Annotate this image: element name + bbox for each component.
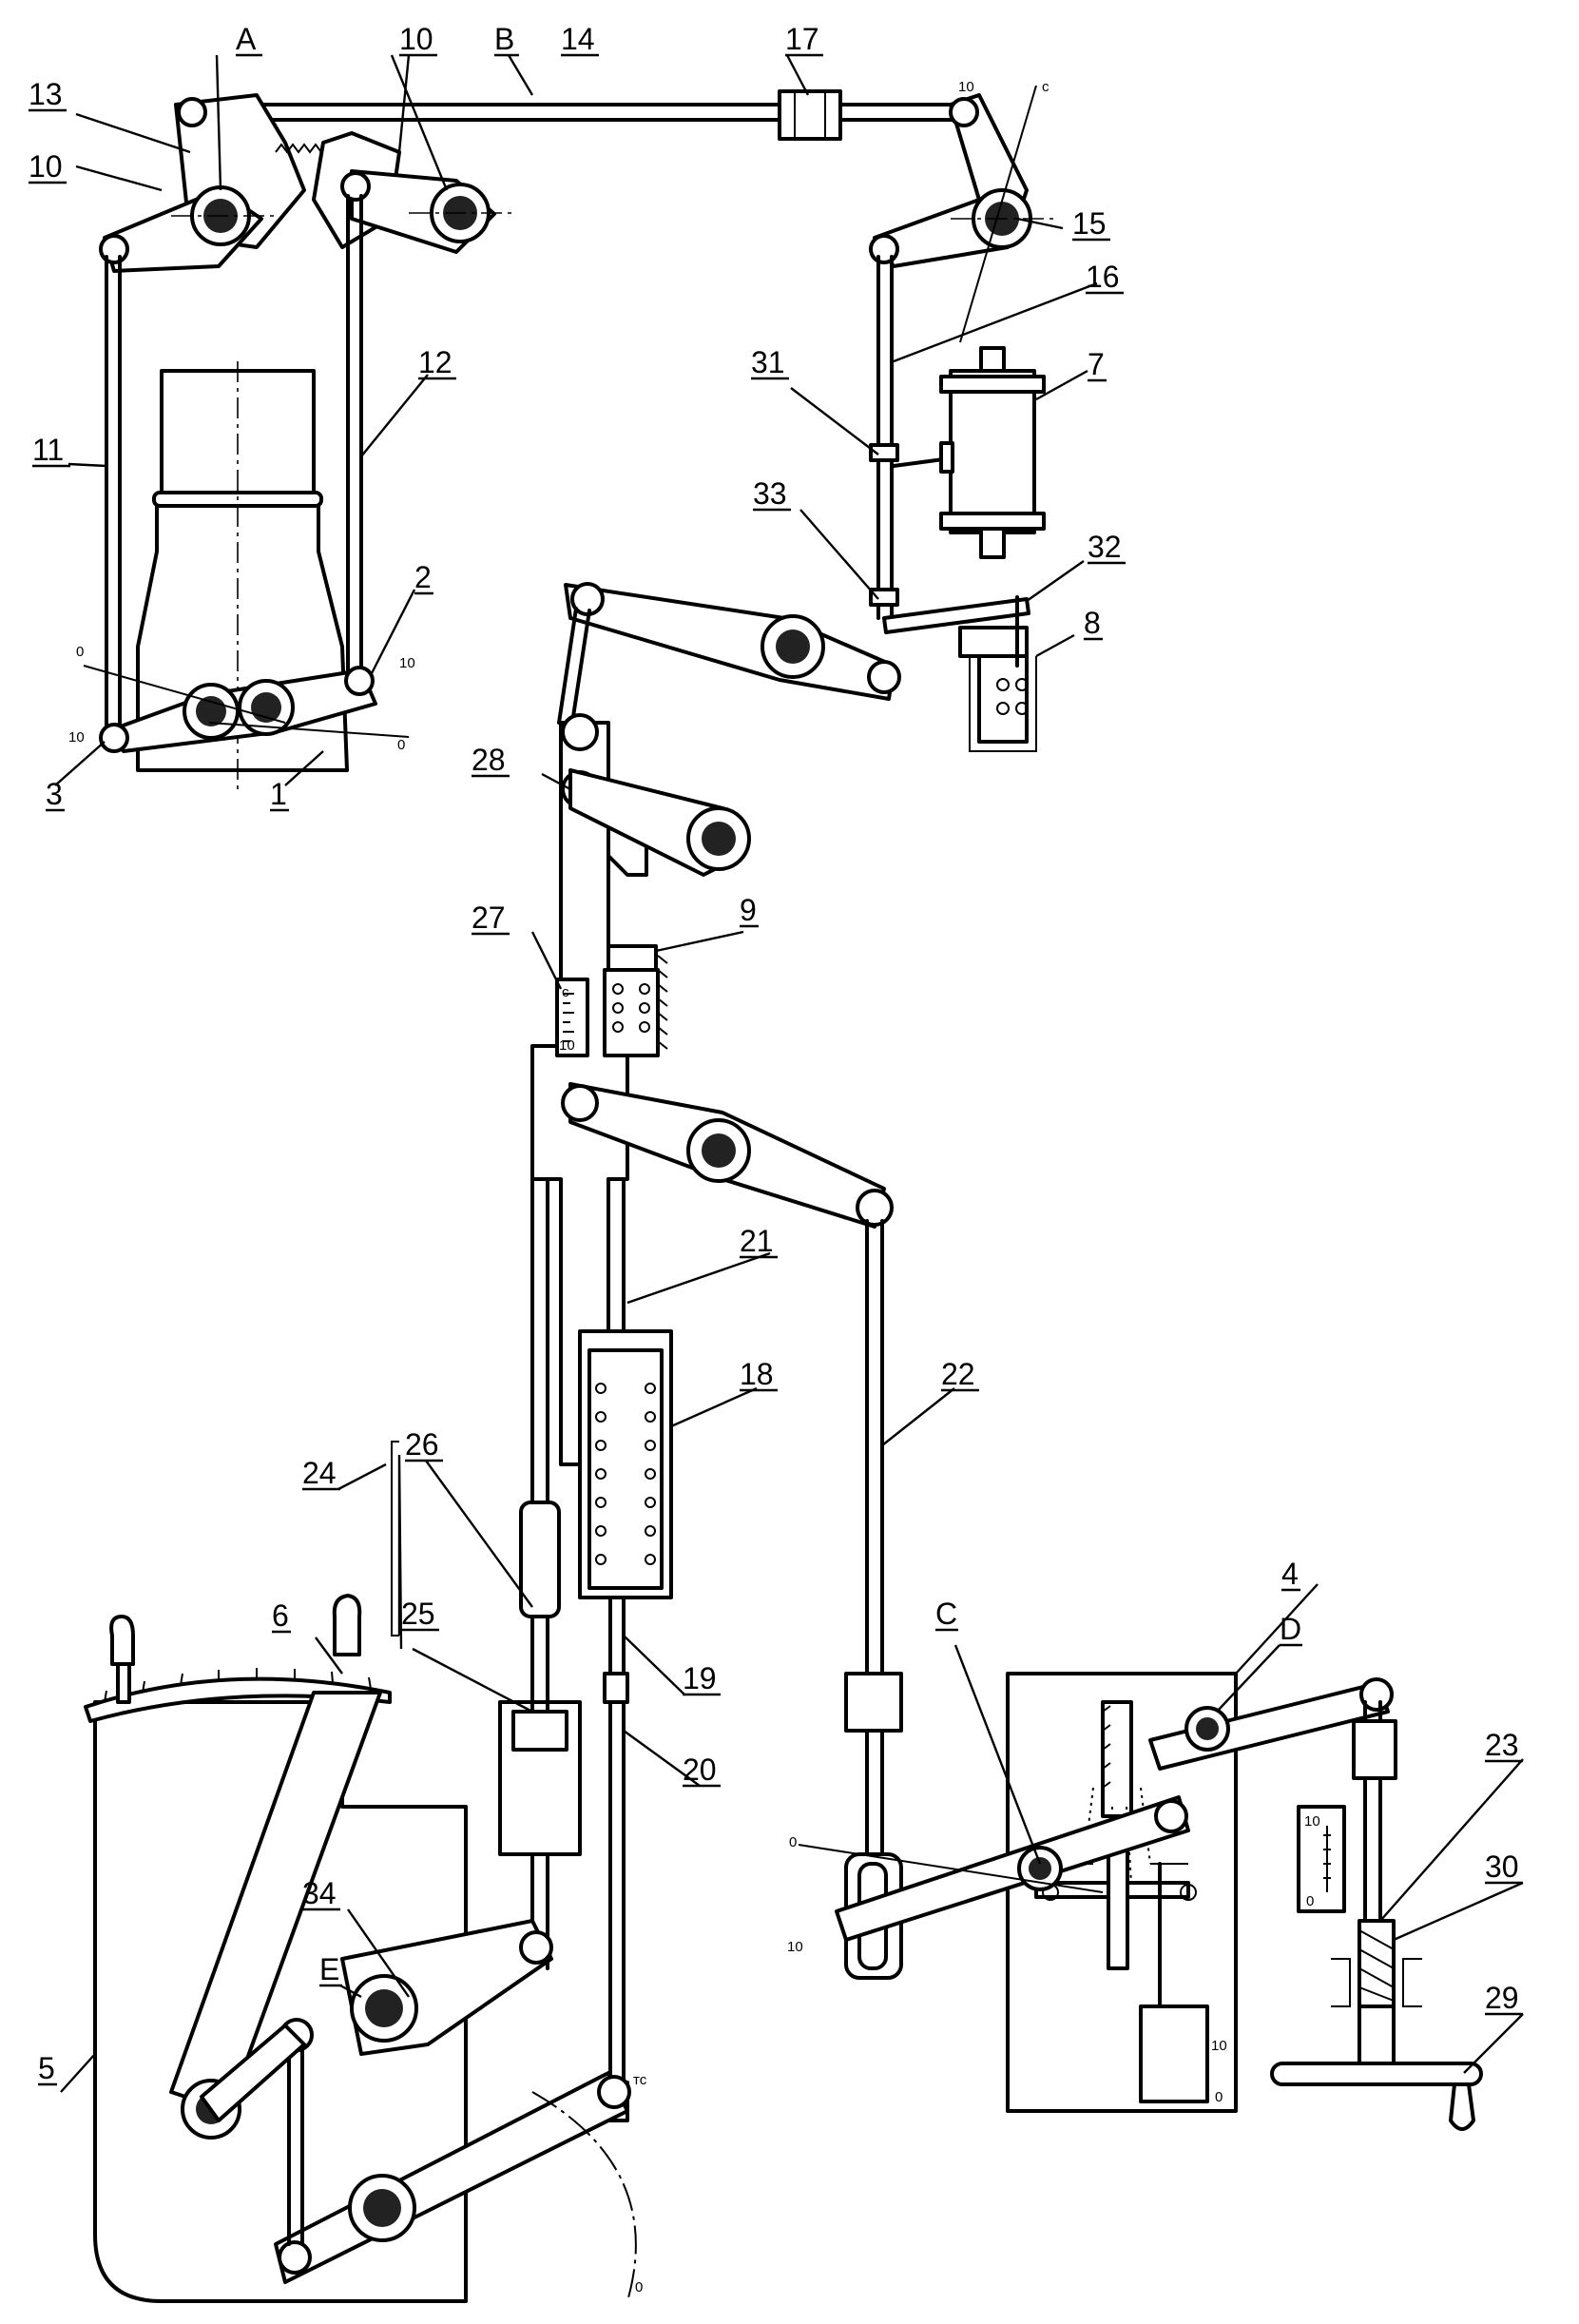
label-34: 34 bbox=[302, 1876, 337, 1910]
levers-2-3 bbox=[83, 665, 410, 753]
rod-14 bbox=[186, 103, 962, 122]
rod-16 bbox=[876, 255, 894, 620]
svg-text:0: 0 bbox=[397, 737, 405, 753]
label-28: 28 bbox=[472, 743, 506, 777]
lever-lower bbox=[200, 2018, 631, 2284]
damper-8 bbox=[882, 595, 1037, 752]
svg-text:c: c bbox=[562, 984, 569, 1000]
label-22: 22 bbox=[941, 1357, 975, 1391]
mid-lever-upper bbox=[564, 582, 901, 701]
handle-left bbox=[109, 1615, 135, 1704]
svg-text:0: 0 bbox=[789, 1834, 797, 1850]
svg-text:10: 10 bbox=[1211, 2038, 1227, 2054]
label-7: 7 bbox=[1088, 347, 1105, 381]
cylinder-7 bbox=[892, 346, 1046, 559]
label-19: 19 bbox=[683, 1661, 717, 1695]
labels: A 10 B 14 17 13 10 15 16 7 31 33 32 8 12… bbox=[29, 22, 1523, 2086]
label-11: 11 bbox=[32, 433, 64, 467]
arc-scale bbox=[531, 2091, 637, 2302]
label-25: 25 bbox=[401, 1597, 435, 1631]
pin-13 bbox=[177, 97, 207, 127]
svg-text:0: 0 bbox=[1215, 2089, 1223, 2105]
label-3: 3 bbox=[46, 777, 63, 811]
lever-34 bbox=[340, 1919, 553, 2056]
label-16: 16 bbox=[1086, 260, 1120, 294]
label-17: 17 bbox=[785, 22, 819, 56]
label-A: A bbox=[236, 22, 257, 56]
housing-1 bbox=[136, 361, 349, 789]
mid-lever-lower bbox=[561, 1082, 894, 1229]
rod-12 bbox=[346, 194, 363, 677]
label-21: 21 bbox=[740, 1224, 774, 1258]
label-18: 18 bbox=[740, 1357, 774, 1391]
dial-scale bbox=[84, 1668, 392, 1723]
svg-text:0: 0 bbox=[76, 644, 84, 660]
svg-text:c: c bbox=[1042, 79, 1049, 95]
leader-lines bbox=[54, 54, 1524, 2093]
pin-12-top bbox=[340, 171, 371, 202]
svg-text:10: 10 bbox=[787, 1939, 803, 1955]
spring-block-9 bbox=[603, 944, 668, 1057]
label-C: C bbox=[935, 1597, 957, 1631]
svg-text:0: 0 bbox=[635, 2279, 643, 2295]
label-6: 6 bbox=[272, 1598, 289, 1633]
lever-15 bbox=[869, 85, 1055, 343]
collar-33 bbox=[869, 588, 899, 607]
label-1: 1 bbox=[270, 777, 287, 811]
label-29: 29 bbox=[1485, 1981, 1519, 2015]
lever-C bbox=[798, 1795, 1190, 1942]
label-30: 30 bbox=[1485, 1850, 1519, 1884]
label-15: 15 bbox=[1072, 206, 1107, 241]
label-32: 32 bbox=[1088, 530, 1122, 564]
svg-text:10: 10 bbox=[1304, 1813, 1320, 1830]
label-23: 23 bbox=[1485, 1728, 1519, 1762]
cylinder-25 bbox=[498, 1615, 582, 1970]
rod-22 bbox=[844, 1219, 903, 1980]
handwheel-29 bbox=[1270, 2004, 1483, 2131]
label-E: E bbox=[319, 1952, 339, 1986]
label-14: 14 bbox=[561, 22, 595, 56]
lever-28-arm bbox=[568, 768, 751, 877]
svg-text:10: 10 bbox=[958, 79, 974, 95]
label-31: 31 bbox=[751, 345, 785, 379]
label-10-top: 10 bbox=[399, 22, 433, 56]
rod-11 bbox=[105, 255, 122, 734]
label-13: 13 bbox=[29, 77, 63, 111]
spring-cylinder-18 bbox=[578, 1329, 673, 1599]
label-B: B bbox=[494, 22, 514, 56]
label-24: 24 bbox=[302, 1456, 337, 1490]
rod-21 bbox=[607, 1177, 626, 1333]
label-12: 12 bbox=[418, 345, 453, 379]
scale-27 bbox=[555, 978, 589, 1057]
svg-text:0: 0 bbox=[1306, 1893, 1314, 1909]
label-26: 26 bbox=[405, 1427, 439, 1462]
label-9: 9 bbox=[740, 893, 757, 927]
link-upper bbox=[557, 607, 591, 725]
coupling-17 bbox=[778, 89, 842, 141]
label-D: D bbox=[1280, 1612, 1301, 1646]
label-10-left: 10 bbox=[29, 149, 63, 184]
lever-D bbox=[1148, 1677, 1394, 1771]
label-4: 4 bbox=[1281, 1557, 1299, 1591]
pivot-B bbox=[409, 183, 513, 243]
label-2: 2 bbox=[414, 560, 432, 594]
scale-marks: 0 10 10 0 10 c c 10 0 10 10 0 10 0 тс 0 bbox=[68, 79, 1320, 2295]
rod-23 bbox=[1297, 1700, 1397, 1923]
collar-31 bbox=[869, 443, 899, 462]
label-5: 5 bbox=[38, 2051, 55, 2085]
label-27: 27 bbox=[472, 901, 506, 935]
label-33: 33 bbox=[753, 476, 787, 511]
rod-26 bbox=[519, 1177, 561, 1618]
svg-text:10: 10 bbox=[559, 1037, 575, 1054]
svg-text:10: 10 bbox=[68, 729, 85, 746]
rod-19-20 bbox=[603, 1596, 629, 2122]
svg-text:тс: тс bbox=[633, 2072, 647, 2088]
svg-text:10: 10 bbox=[399, 655, 415, 671]
label-20: 20 bbox=[683, 1753, 717, 1787]
nut-30 bbox=[1331, 1919, 1422, 2008]
label-8: 8 bbox=[1084, 606, 1101, 640]
